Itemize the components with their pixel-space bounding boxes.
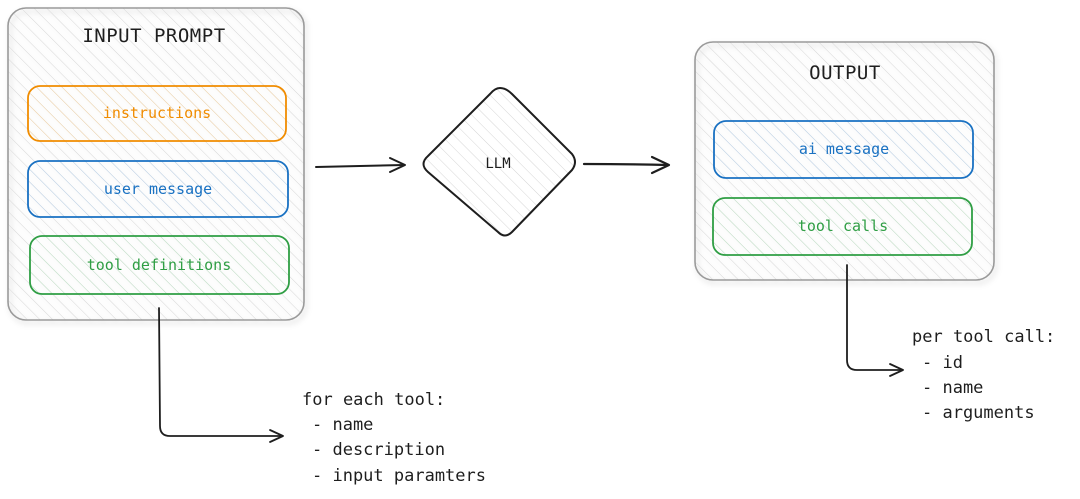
tool-call-note-line: - arguments (922, 403, 1035, 423)
tool-definitions-label: tool definitions (87, 256, 232, 274)
arrow-llm-to-output (582, 155, 671, 175)
tool-call-note-line: - name (922, 378, 983, 398)
tool-call-note-heading: per tool call: (912, 327, 1055, 347)
tool-definition-note-line: - description (312, 440, 445, 460)
connector-tool-definitions (158, 307, 284, 443)
instructions-label: instructions (103, 104, 211, 122)
tool-definition-note-line: - input paramters (312, 466, 486, 486)
input-prompt-container: INPUT PROMPT instructions user message t… (7, 7, 305, 321)
input-prompt-title: INPUT PROMPT (82, 25, 225, 47)
tool-definition-note: for each tool: - name - description - in… (302, 390, 486, 486)
llm-label: LLM (485, 156, 510, 172)
tool-call-note: per tool call: - id - name - arguments (912, 327, 1055, 423)
tool-call-note-line: - id (922, 353, 963, 373)
arrow-input-to-llm (315, 157, 406, 173)
tool-definition-note-heading: for each tool: (302, 390, 445, 410)
user-message-box: user message (27, 160, 289, 218)
user-message-label: user message (104, 180, 212, 198)
output-container: OUTPUT ai message tool calls (694, 41, 995, 281)
tool-calls-label: tool calls (798, 217, 888, 235)
connector-tool-calls (846, 264, 904, 377)
ai-message-box: ai message (713, 120, 974, 179)
tool-calls-box: tool calls (712, 197, 973, 256)
ai-message-label: ai message (799, 140, 889, 158)
llm-node: LLM (422, 87, 576, 237)
tool-definitions-box: tool definitions (29, 235, 290, 295)
output-title: OUTPUT (809, 62, 881, 84)
tool-definition-note-line: - name (312, 415, 373, 435)
instructions-box: instructions (27, 85, 287, 142)
